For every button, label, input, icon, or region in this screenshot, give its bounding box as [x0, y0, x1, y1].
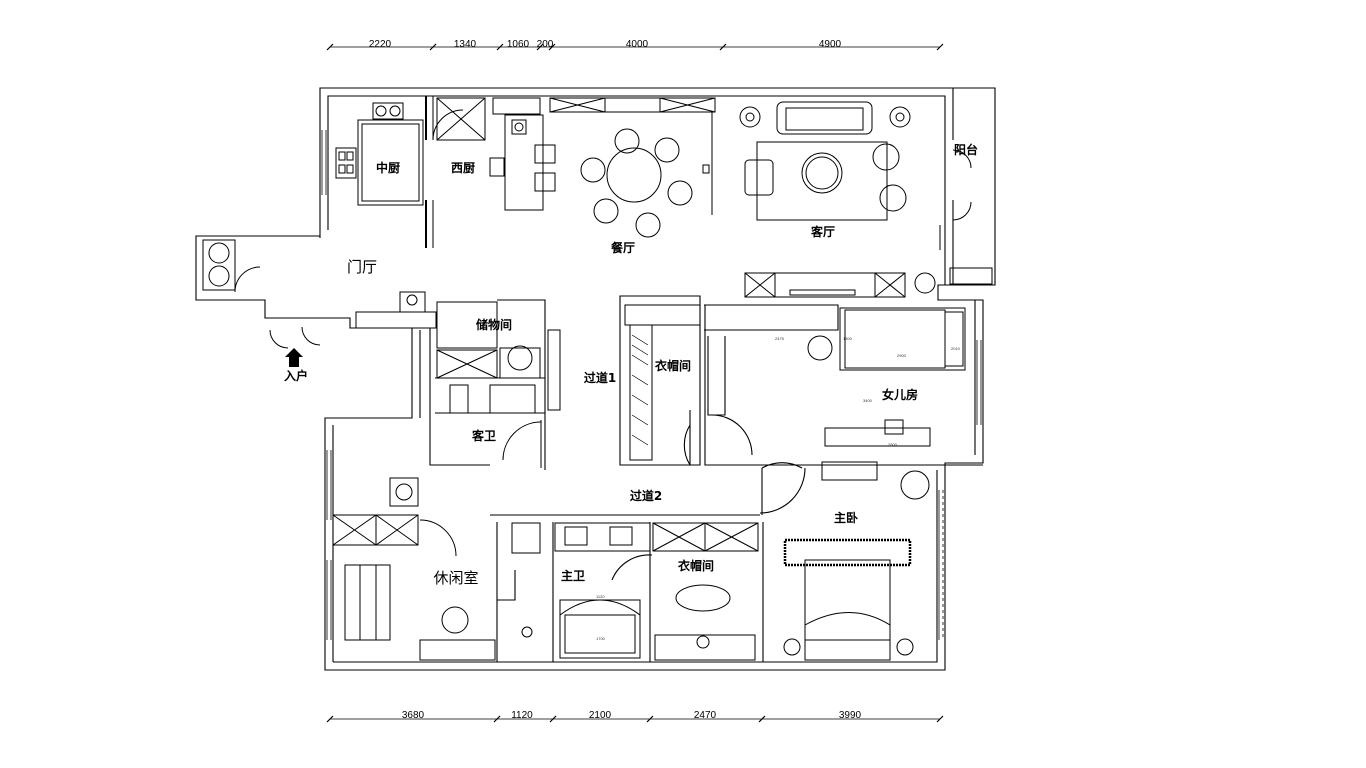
label-guodao1: 过道1: [584, 370, 616, 385]
label-zhongchu: 中厨: [376, 160, 400, 175]
label-xiuxianshi: 休闲室: [433, 569, 478, 587]
label-kewei: 客卫: [471, 428, 496, 443]
dim-top-3: 1060: [507, 39, 530, 50]
room-labels: 中厨 西厨 餐厅 客厅 阳台 门厅 入户 储物间 过道1 衣帽间 女儿房 客卫 …: [284, 142, 978, 587]
label-xichu: 西厨: [451, 160, 475, 175]
annotation-desk-c: 2600: [888, 442, 898, 447]
balcony-area: [939, 149, 993, 285]
guest-bath-leisure: [332, 420, 542, 661]
annotation-desk-a: 2475: [775, 336, 785, 341]
dining-area: [549, 97, 716, 238]
furniture-annotations: 2900 2010 2475 1300 2600 3400 1120 1700: [596, 336, 961, 641]
label-menting: 门厅: [347, 258, 377, 276]
dim-top-4: 200: [537, 39, 554, 50]
dim-bottom-5: 3990: [839, 710, 862, 721]
top-dimension-line: 2220 1340 1060 200 4000 4900: [326, 39, 944, 51]
dim-top-2: 1340: [454, 39, 477, 50]
bottom-dimension-line: 3680 1120 2100 2470 3990: [326, 710, 944, 723]
dim-bottom-1: 3680: [402, 710, 425, 721]
label-zhuwo: 主卧: [834, 510, 858, 525]
entry-area: [202, 239, 561, 414]
label-keting: 客厅: [810, 224, 835, 239]
label-canting: 餐厅: [611, 240, 635, 255]
annotation-bath-a: 1120: [596, 594, 605, 599]
dim-top-6: 4900: [819, 39, 842, 50]
label-guodao2: 过道2: [630, 488, 662, 503]
dim-top-1: 2220: [369, 39, 392, 50]
dim-top-5: 4000: [626, 39, 649, 50]
label-yimaojian1: 衣帽间: [655, 358, 691, 373]
outer-walls: [195, 87, 996, 671]
master-suite-furniture: [511, 461, 914, 661]
daughter-room-furniture: [807, 307, 966, 500]
living-area: [739, 101, 936, 298]
label-yimaojian2: 衣帽间: [678, 558, 714, 573]
label-chuwujian: 储物间: [476, 317, 512, 332]
label-zhuwei: 主卫: [561, 568, 585, 583]
dim-bottom-2: 1120: [511, 710, 533, 721]
dim-bottom-3: 2100: [589, 710, 612, 721]
kitchen-area: [335, 96, 556, 248]
closet-1: [624, 304, 701, 461]
window-marks: [321, 130, 982, 640]
interior-walls: [419, 295, 983, 662]
entry-arrow-icon: [285, 348, 303, 367]
dim-bottom-4: 2470: [694, 710, 717, 721]
label-yangtai: 阳台: [954, 142, 978, 157]
annotation-wall-a: 3400: [863, 398, 873, 403]
label-nverfang: 女儿房: [882, 387, 918, 402]
annotation-bath-b: 1700: [596, 636, 606, 641]
label-ruhu: 入户: [284, 368, 308, 383]
annotation-desk-b: 1300: [843, 336, 853, 341]
annotation-bed-width: 2900: [897, 353, 907, 358]
annotation-bed-len: 2010: [951, 346, 961, 351]
